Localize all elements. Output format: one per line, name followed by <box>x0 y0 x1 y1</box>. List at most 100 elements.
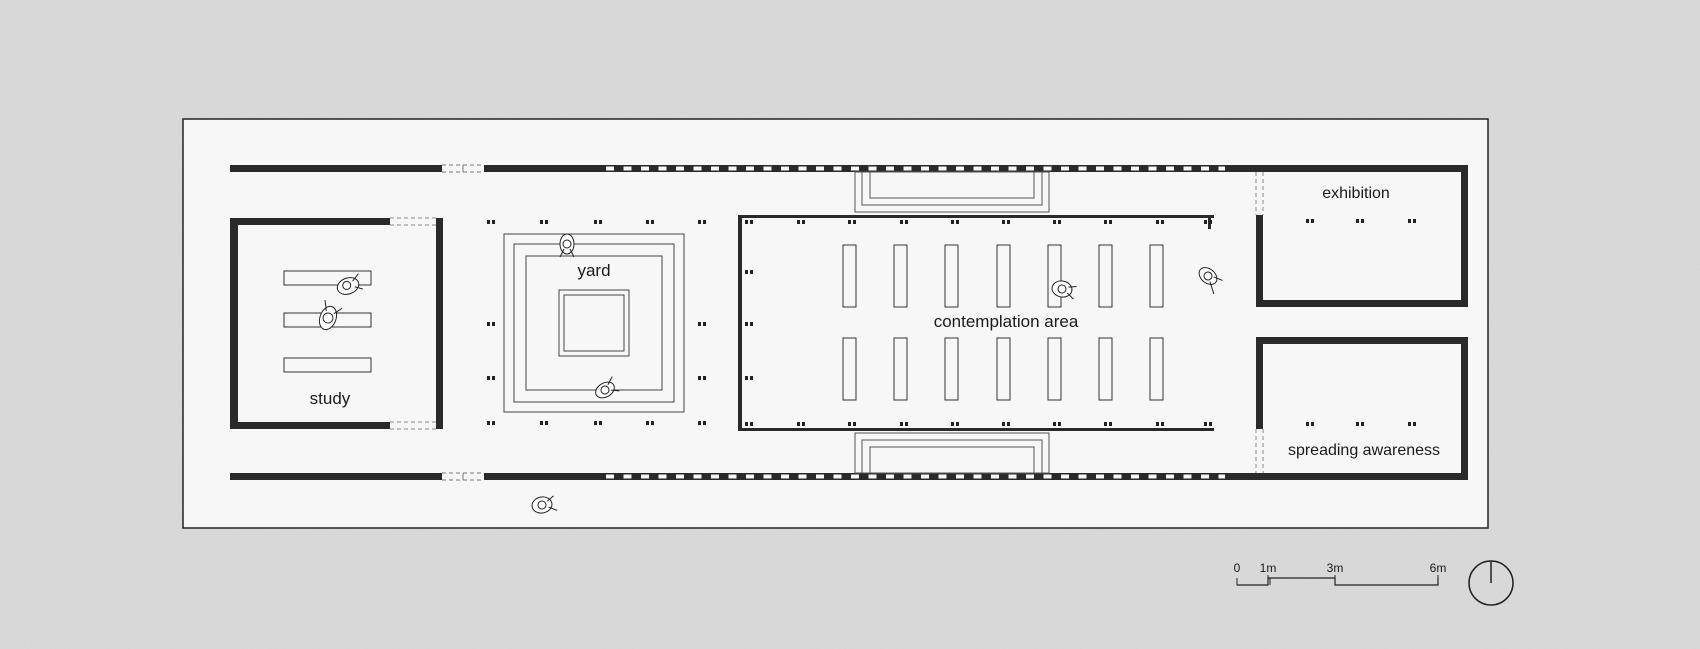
column <box>1413 422 1416 426</box>
wall-opening <box>921 474 929 479</box>
column <box>594 220 597 224</box>
column <box>698 322 701 326</box>
wall-opening <box>1113 474 1122 479</box>
column <box>1311 422 1314 426</box>
wall-opening <box>956 166 964 171</box>
wall-opening <box>1043 474 1052 479</box>
column <box>545 220 548 224</box>
wall-segment <box>600 473 1225 480</box>
column <box>745 422 748 426</box>
column <box>853 220 856 224</box>
column <box>1156 422 1159 426</box>
column <box>1058 220 1061 224</box>
bench <box>1098 244 1113 308</box>
study-bench <box>283 270 372 286</box>
bench <box>944 337 959 401</box>
wall-opening <box>693 166 702 171</box>
column-row <box>745 220 1212 426</box>
column <box>599 421 602 425</box>
column <box>651 421 654 425</box>
column <box>1007 422 1010 426</box>
wall-opening <box>746 166 754 171</box>
column <box>750 220 753 224</box>
column <box>1408 422 1411 426</box>
wall-opening <box>781 166 789 171</box>
person-icon <box>318 299 343 331</box>
outer-wall-bottom <box>230 472 1468 481</box>
wall-opening <box>606 474 614 479</box>
bench <box>944 244 959 308</box>
wall-opening <box>763 166 772 171</box>
person-icon <box>559 233 575 258</box>
wall-opening <box>1148 166 1157 171</box>
column <box>703 322 706 326</box>
exhibition-room: exhibition <box>1255 165 1468 307</box>
wall-opening <box>956 474 964 479</box>
yard: yard <box>487 220 706 425</box>
wall-opening <box>798 474 807 479</box>
column <box>487 322 490 326</box>
wall-opening <box>921 166 929 171</box>
column <box>956 220 959 224</box>
wall-opening <box>816 474 824 479</box>
column <box>1408 219 1411 223</box>
column <box>750 270 753 274</box>
scale-bar: 0 1m 3m 6m <box>1234 561 1446 586</box>
column <box>750 422 753 426</box>
north-arrow-icon <box>1468 560 1514 606</box>
column <box>1002 422 1005 426</box>
entrance-top <box>854 171 1050 213</box>
column <box>1053 220 1056 224</box>
person-icon <box>531 495 558 514</box>
column <box>698 421 701 425</box>
column <box>1356 219 1359 223</box>
column <box>951 422 954 426</box>
wall-opening <box>641 166 649 171</box>
wall-opening <box>1218 166 1227 171</box>
bench-grid <box>842 244 1164 401</box>
wall-opening <box>886 474 894 479</box>
wall-opening <box>1061 474 1069 479</box>
column <box>1209 220 1212 224</box>
person-icon <box>1198 267 1223 295</box>
bench <box>1047 337 1062 401</box>
column <box>1104 220 1107 224</box>
scale-tick-label: 3m <box>1327 561 1344 575</box>
wall-opening <box>1148 474 1157 479</box>
wall-opening <box>1113 166 1122 171</box>
column <box>703 421 706 425</box>
column <box>487 421 490 425</box>
perforated-wall-top <box>600 165 1227 172</box>
column <box>1204 220 1207 224</box>
person-icon <box>1051 280 1077 300</box>
column <box>900 220 903 224</box>
wall-opening <box>991 474 999 479</box>
wall-opening <box>1026 166 1034 171</box>
wall-opening <box>1026 474 1034 479</box>
column <box>646 421 649 425</box>
wall-opening <box>886 166 894 171</box>
column <box>1161 422 1164 426</box>
column <box>594 421 597 425</box>
column <box>1361 219 1364 223</box>
wall-opening <box>676 474 684 479</box>
column <box>1161 220 1164 224</box>
entrance-bottom <box>854 432 1050 474</box>
wall-opening <box>1131 474 1139 479</box>
wall-opening <box>973 474 982 479</box>
bench <box>1047 244 1062 308</box>
column-row <box>1306 219 1416 223</box>
column <box>905 220 908 224</box>
column <box>703 220 706 224</box>
column <box>1413 219 1416 223</box>
column <box>646 220 649 224</box>
column <box>900 422 903 426</box>
column <box>1306 422 1309 426</box>
column <box>1058 422 1061 426</box>
wall-opening <box>1131 166 1139 171</box>
column <box>698 220 701 224</box>
column <box>745 270 748 274</box>
column <box>1104 422 1107 426</box>
wall-opening <box>1201 474 1209 479</box>
